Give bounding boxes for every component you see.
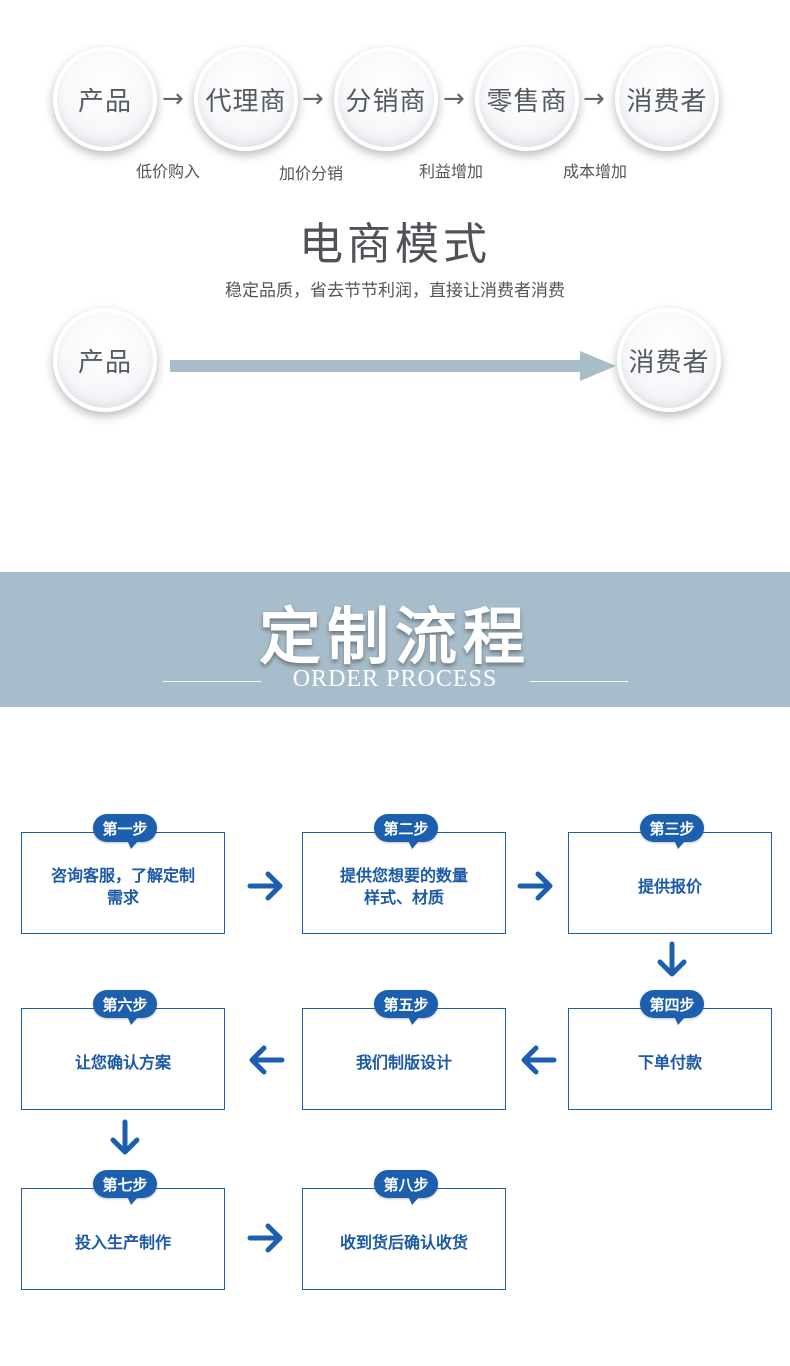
arrow-right-icon	[247, 871, 283, 901]
banner-subtitle: ORDER PROCESS	[292, 666, 498, 692]
banner-line-left	[163, 681, 261, 682]
step-5-box: 我们制版设计	[302, 1008, 506, 1110]
chain-node-retailer: 零售商	[475, 47, 579, 151]
step-3-tag: 第三步	[640, 814, 704, 849]
step-3-text: 提供报价	[637, 877, 702, 896]
arrow-down-icon	[657, 941, 687, 977]
direct-node-consumer: 消费者	[617, 308, 721, 412]
direct-node-product: 产品	[53, 308, 157, 412]
chain-node-agent: 代理商	[194, 47, 298, 151]
step-4-tag: 第四步	[640, 990, 704, 1025]
step-6-text: 让您确认方案	[74, 1053, 171, 1072]
step-1-text-2: 需求	[106, 888, 139, 907]
ecommerce-subtitle: 稳定品质，省去节节利润，直接让消费者消费	[225, 281, 565, 301]
arrow-left-icon	[521, 1045, 557, 1075]
step-7-tag: 第七步	[93, 1170, 157, 1205]
arrow-right-icon	[517, 871, 553, 901]
step-8-tag: 第八步	[374, 1170, 438, 1205]
arrow-right-icon	[247, 1223, 283, 1253]
step-1-box: 咨询客服，了解定制需求	[21, 832, 225, 934]
step-4-box: 下单付款	[568, 1008, 772, 1110]
ecommerce-title: 电商模式	[299, 219, 491, 270]
step-2-text-2: 样式、材质	[363, 888, 444, 907]
chain-node-distributor: 分销商	[334, 47, 438, 151]
step-7-box: 投入生产制作	[21, 1188, 225, 1290]
chain-note-3: 利益增加	[419, 162, 484, 181]
step-7-text: 投入生产制作	[74, 1233, 171, 1252]
chain-note-2: 加价分销	[279, 164, 344, 183]
step-2-text: 提供您想要的数量	[339, 866, 468, 885]
chain-note-4: 成本增加	[563, 162, 628, 181]
chain-arrow-4: →	[583, 84, 605, 114]
step-8-box: 收到货后确认收货	[302, 1188, 506, 1290]
step-5-text: 我们制版设计	[355, 1053, 452, 1072]
arrow-down-icon	[110, 1119, 140, 1155]
step-2-box: 提供您想要的数量样式、材质	[302, 832, 506, 934]
step-6-tag: 第六步	[93, 990, 157, 1025]
chain-node-consumer: 消费者	[615, 47, 719, 151]
step-6-box: 让您确认方案	[21, 1008, 225, 1110]
step-5-tag: 第五步	[374, 990, 438, 1025]
chain-node-product: 产品	[53, 47, 157, 151]
chain-note-1: 低价购入	[136, 162, 201, 181]
step-1-text: 咨询客服，了解定制	[50, 866, 195, 885]
banner-line-right	[530, 681, 628, 682]
direct-arrow-head	[580, 351, 616, 381]
step-4-text: 下单付款	[637, 1053, 702, 1072]
step-8-text: 收到货后确认收货	[339, 1233, 468, 1252]
banner-title: 定制流程	[258, 600, 531, 673]
direct-arrow-shaft	[170, 360, 582, 372]
step-2-tag: 第二步	[374, 814, 438, 849]
chain-arrow-2: →	[302, 84, 324, 114]
chain-arrow-3: →	[443, 84, 465, 114]
step-1-tag: 第一步	[93, 814, 157, 849]
chain-arrow-1: →	[162, 84, 184, 114]
order-process-banner: 定制流程 ORDER PROCESS	[0, 572, 790, 707]
arrow-left-icon	[249, 1045, 285, 1075]
step-3-box: 提供报价	[568, 832, 772, 934]
